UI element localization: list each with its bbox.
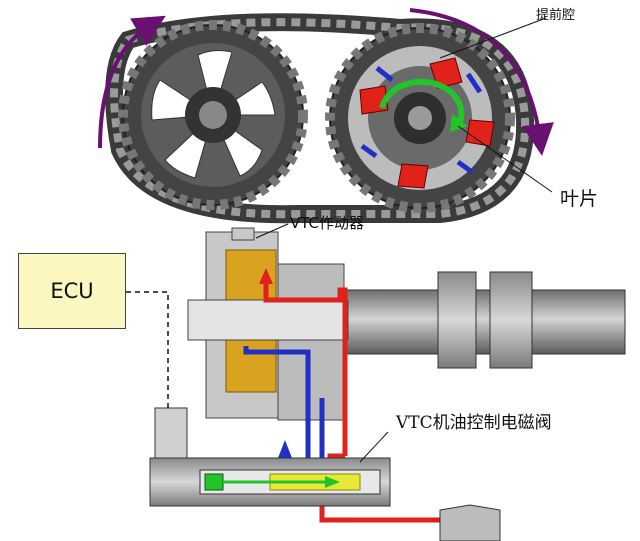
- vane-rotation-arrow: [379, 78, 465, 123]
- vtc-actuator-label: VTC作动器: [290, 214, 365, 232]
- vane-leader: [457, 125, 553, 193]
- timing-chain: [105, 13, 535, 224]
- oil-control-valve: [149, 407, 391, 507]
- oil-control-valve-label: VTC机油控制电磁阀: [396, 413, 552, 433]
- left-sprocket: [118, 20, 308, 210]
- oil-flow-arrow-up-blue: [278, 440, 292, 458]
- advance-chambers: [359, 57, 495, 189]
- oil-flow-arrow-up-red: [259, 268, 273, 284]
- valve-leader: [359, 431, 389, 463]
- ecu-signal-line: [126, 291, 169, 408]
- advance-chamber-leader: [439, 17, 547, 59]
- vtc-actuator: [187, 227, 349, 421]
- rotation-arrow-right: [409, 8, 554, 156]
- drain-pipe: [439, 504, 501, 541]
- retard-marks: [360, 66, 483, 175]
- ecu-box: ECU: [18, 253, 126, 329]
- ecu-label: ECU: [50, 279, 94, 303]
- right-sprocket: [325, 23, 515, 213]
- rotation-arrow-left: [98, 15, 166, 149]
- vtc-actuator-leader: [255, 223, 289, 239]
- camshaft: [344, 271, 626, 369]
- advance-chamber-label: 提前腔: [536, 8, 576, 23]
- vane-label: 叶片: [560, 188, 599, 210]
